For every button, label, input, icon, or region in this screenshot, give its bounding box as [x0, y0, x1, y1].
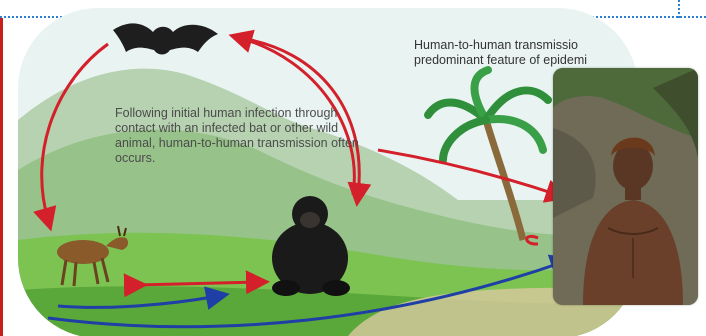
left-accent-bar	[0, 18, 3, 336]
caption-top-line1: Human-to-human transmissio	[414, 38, 654, 53]
caption-main: Following initial human infection throug…	[115, 106, 375, 166]
caption-top: Human-to-human transmissio predominant f…	[414, 38, 654, 68]
caption-top-line2: predominant feature of epidemi	[414, 53, 654, 68]
man-photo	[553, 68, 698, 305]
